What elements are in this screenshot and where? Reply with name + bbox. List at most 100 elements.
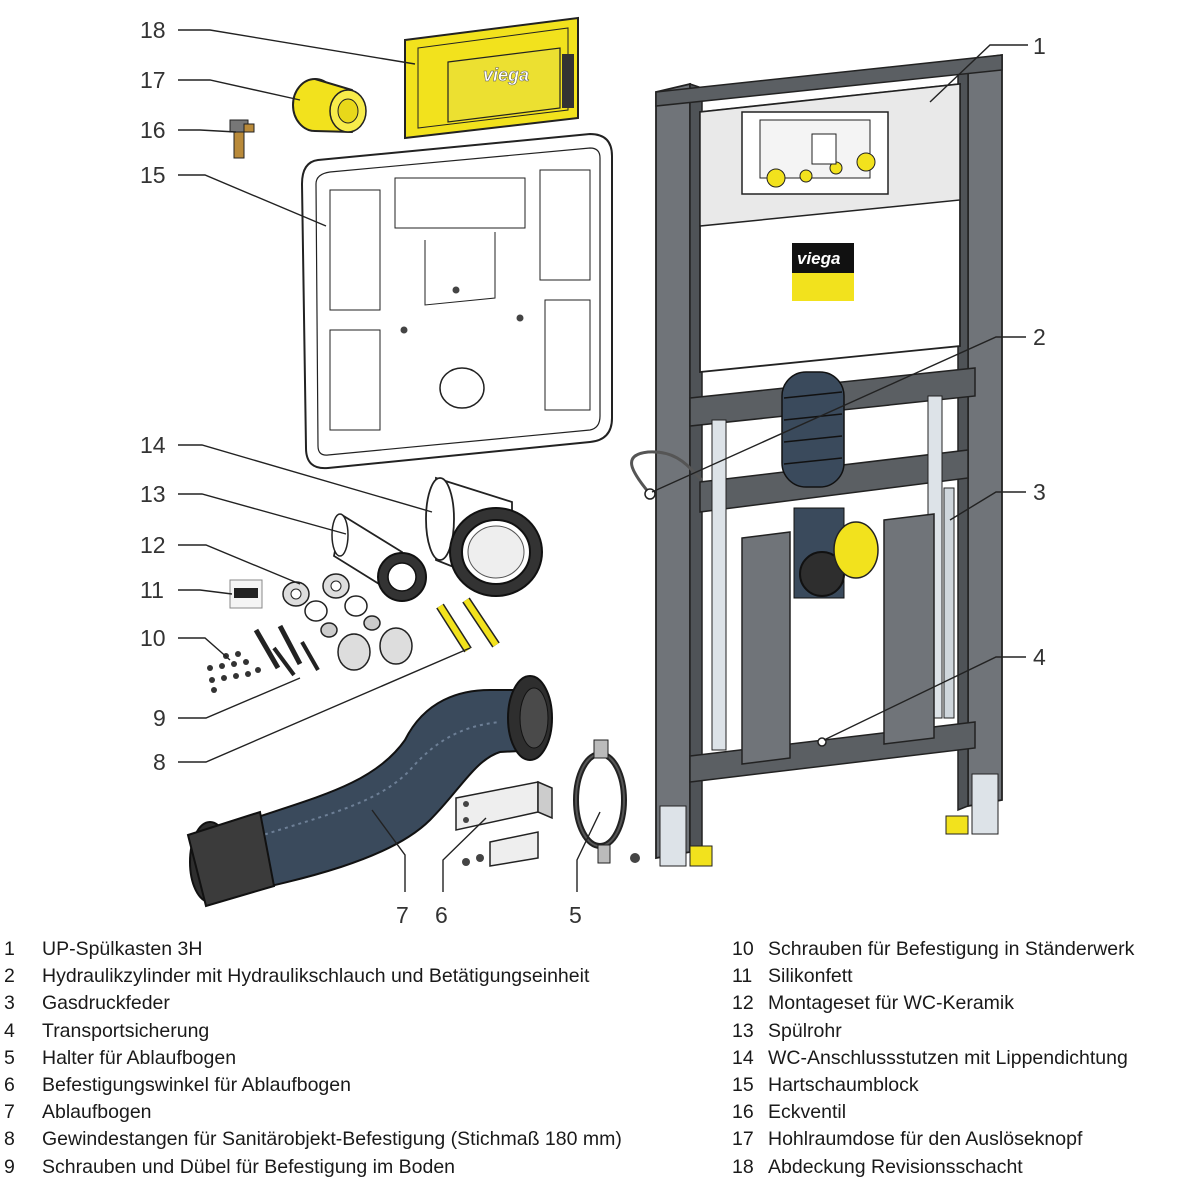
legend-num: 11	[732, 965, 753, 988]
legend-num: 2	[4, 965, 15, 988]
legend-text: Hartschaumblock	[768, 1074, 919, 1097]
installation-frame: viega	[630, 53, 1003, 867]
legend-text: Befestigungswinkel für Ablaufbogen	[42, 1074, 351, 1097]
leader-18	[178, 29, 416, 65]
leader-7	[371, 809, 406, 892]
part-9-floor-screws	[253, 624, 320, 677]
exploded-parts-diagram: viega	[140, 16, 1046, 928]
callout-12: 12	[140, 532, 166, 558]
legend-text: Silikonfett	[768, 965, 853, 988]
callout-11: 11	[140, 577, 164, 603]
legend-right: 10 Schrauben für Befestigung in Ständerwe…	[732, 936, 1134, 1181]
legend-text: Spülrohr	[768, 1019, 842, 1042]
legend-text: Ablaufbogen	[42, 1101, 152, 1124]
legend-num: 8	[4, 1128, 15, 1151]
part-10-screws	[207, 651, 261, 693]
legend-item-14: 14 WC-Anschlussstutzen mit Lippendichtung	[732, 1045, 1134, 1072]
callout-numbers: 18 17 16 15 14 13 12 11 10 9 8 7 6 5 1 2…	[140, 17, 1046, 928]
leader-5	[576, 811, 601, 892]
legend-item-13: 13 Spülrohr	[732, 1018, 1134, 1045]
part-17-cavity-box	[292, 78, 367, 134]
leader-10	[178, 637, 231, 661]
viega-logo-cover: viega	[483, 65, 529, 85]
legend-text: Gewindestangen für Sanitärobjekt-Befesti…	[42, 1128, 622, 1151]
legend-num: 9	[4, 1155, 15, 1178]
legend-num: 6	[4, 1074, 15, 1097]
legend-num: 17	[732, 1128, 754, 1151]
callout-15: 15	[140, 162, 166, 188]
legend-item-12: 12 Montageset für WC-Keramik	[732, 990, 1134, 1017]
legend-text: Halter für Ablaufbogen	[42, 1046, 237, 1069]
legend-num: 3	[4, 992, 15, 1015]
leader-14	[178, 444, 433, 513]
legend-item-10: 10 Schrauben für Befestigung in Ständerwe…	[732, 936, 1134, 963]
legend-item-6: 6 Befestigungswinkel für Ablaufbogen	[4, 1072, 622, 1099]
leader-8	[178, 647, 471, 763]
callout-13: 13	[140, 481, 166, 507]
legend-num: 7	[4, 1101, 15, 1124]
callout-18: 18	[140, 17, 166, 43]
legend-num: 16	[732, 1101, 754, 1124]
legend-item-4: 4 Transportsicherung	[4, 1018, 622, 1045]
callout-5: 5	[569, 902, 582, 928]
legend-item-17: 17 Hohlraumdose für den Auslöseknopf	[732, 1126, 1134, 1153]
part-5-pipe-clamp	[573, 739, 640, 864]
callout-17: 17	[140, 67, 166, 93]
legend-text: UP-Spülkasten 3H	[42, 938, 203, 960]
callout-9: 9	[153, 705, 166, 731]
legend-item-9: 9 Schrauben und Dübel für Befestigung im …	[4, 1154, 622, 1181]
leader-15	[178, 174, 327, 227]
part-14-wc-connector	[425, 476, 543, 597]
legend-num: 5	[4, 1046, 15, 1069]
leader-13	[178, 493, 347, 535]
legend-num: 4	[4, 1019, 15, 1042]
callout-4: 4	[1033, 644, 1046, 670]
callout-16: 16	[140, 117, 166, 143]
legend-item-15: 15 Hartschaumblock	[732, 1072, 1134, 1099]
legend-text: Hohlraumdose für den Auslöseknopf	[768, 1128, 1083, 1151]
legend-text: WC-Anschlussstutzen mit Lippendichtung	[768, 1046, 1128, 1069]
callout-14: 14	[140, 432, 166, 458]
callout-8: 8	[153, 749, 166, 775]
part-15-foam-block	[300, 132, 613, 470]
viega-logo-cistern: viega	[797, 249, 840, 268]
legend-item-5: 5 Halter für Ablaufbogen	[4, 1045, 622, 1072]
callout-1: 1	[1033, 33, 1046, 59]
part-11-silicone-grease	[229, 579, 263, 609]
part-13-flush-pipe	[331, 513, 427, 602]
legend-text: Gasdruckfeder	[42, 992, 170, 1015]
leader-17	[178, 79, 301, 101]
leader-4	[823, 656, 1026, 741]
leader-3	[949, 491, 1026, 521]
legend-num: 1	[4, 938, 15, 960]
part-7-drain-elbow	[186, 675, 553, 908]
part-16-angle-valve	[229, 119, 255, 159]
legend-num: 10	[732, 938, 754, 960]
callout-3: 3	[1033, 479, 1046, 505]
legend-num: 13	[732, 1019, 754, 1042]
legend-text: Schrauben für Befestigung in Ständerwerk	[768, 938, 1135, 960]
part-8-threaded-rods	[436, 597, 500, 653]
legend-num: 12	[732, 992, 754, 1015]
leader-12	[178, 544, 301, 585]
legend-text: Montageset für WC-Keramik	[768, 992, 1014, 1015]
legend-text: Schrauben und Dübel für Befestigung im B…	[42, 1155, 456, 1178]
leader-1	[929, 44, 1028, 103]
callout-6: 6	[435, 902, 448, 928]
legend-text: Transportsicherung	[42, 1019, 210, 1042]
part-12-mounting-set	[282, 573, 413, 671]
leader-2	[651, 336, 1026, 493]
callout-2: 2	[1033, 324, 1046, 350]
legend-num: 15	[732, 1074, 754, 1097]
part-1-cistern: viega	[699, 82, 961, 373]
leader-6	[442, 817, 487, 892]
legend-item-1: 1 UP-Spülkasten 3H	[4, 936, 622, 963]
legend-item-2: 2 Hydraulikzylinder mit Hydraulikschlauch…	[4, 963, 622, 990]
legend-text: Hydraulikzylinder mit Hydraulikschlauch …	[42, 965, 590, 988]
leader-9	[178, 677, 301, 719]
legend-num: 14	[732, 1046, 754, 1069]
callout-10: 10	[140, 625, 166, 651]
legend-left: 1 UP-Spülkasten 3H 2 Hydraulikzylinder mit…	[4, 936, 622, 1181]
